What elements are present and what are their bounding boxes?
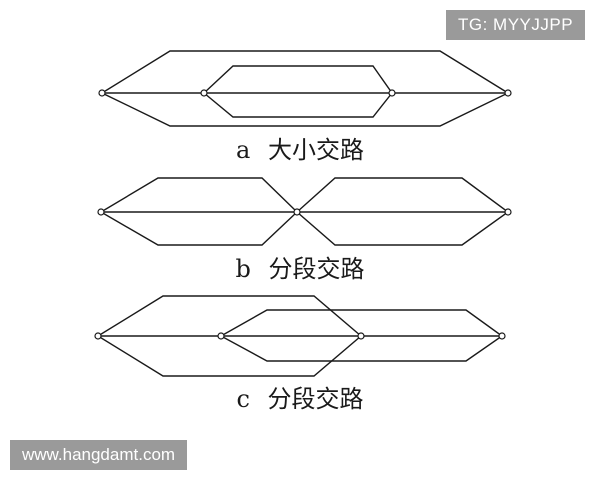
terminal-node-left-a (98, 89, 106, 97)
diagram-b: b 分段交路 (97, 177, 512, 283)
caption-a: a 大小交路 (236, 136, 364, 164)
long-route-loop-a (100, 50, 510, 127)
caption-letter-b: b (235, 255, 250, 283)
diagram-c: c 分段交路 (94, 295, 506, 413)
telegram-watermark: TG: MYYJJPP (446, 10, 586, 40)
website-watermark: www.hangdamt.com (10, 440, 188, 470)
caption-b: b 分段交路 (235, 255, 364, 283)
diagram-a: a 大小交路 (98, 50, 512, 164)
caption-letter-a: a (236, 136, 250, 164)
caption-letter-c: c (236, 385, 249, 413)
terminal-node-left-b (97, 208, 105, 216)
terminal-node-right-b (504, 208, 512, 216)
turnback-node-left-a (200, 89, 208, 97)
terminal-node-right-a (504, 89, 512, 97)
junction-node-b (293, 208, 301, 216)
caption-text-b: 分段交路 (269, 255, 365, 283)
turnback-node-right-c (357, 332, 365, 340)
short-route-loop-a (202, 65, 393, 118)
caption-text-c: 分段交路 (268, 385, 364, 413)
terminal-node-right-c (498, 332, 506, 340)
caption-text-a: 大小交路 (268, 136, 364, 164)
terminal-node-left-c (94, 332, 102, 340)
turnback-node-left-c (217, 332, 225, 340)
caption-c: c 分段交路 (236, 385, 363, 413)
turnback-node-right-a (388, 89, 396, 97)
